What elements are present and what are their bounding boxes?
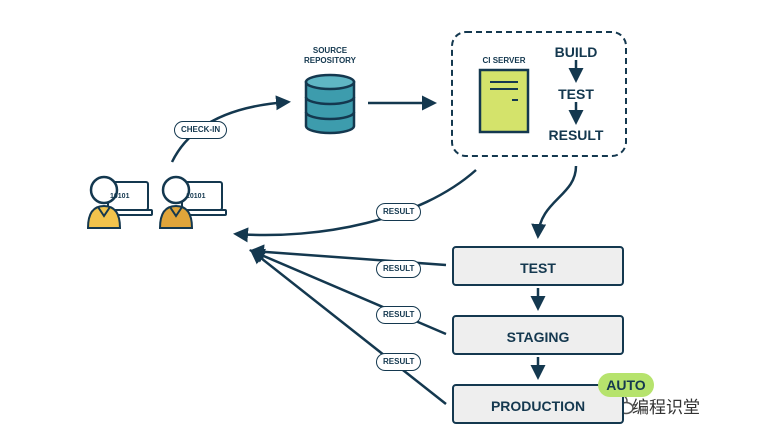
test-stage: TEST bbox=[452, 246, 624, 286]
result-step-label: RESULT bbox=[548, 127, 604, 143]
production-stage: PRODUCTION bbox=[452, 384, 624, 424]
build-step-label: BUILD bbox=[554, 44, 598, 60]
ci-to-test-arrow bbox=[531, 165, 578, 239]
ci-server-label: CI SERVER bbox=[482, 56, 526, 65]
database-icon bbox=[304, 73, 356, 135]
production-result-arrow bbox=[249, 249, 447, 405]
ci-result-arrow bbox=[233, 169, 477, 243]
developer-1-code: 10101 bbox=[110, 193, 130, 200]
developer-2-icon bbox=[158, 175, 227, 229]
check-in-arrow bbox=[170, 95, 291, 163]
watermark-text: 编程识堂 bbox=[632, 398, 700, 417]
server-icon bbox=[478, 68, 530, 134]
result-pill-test: RESULT bbox=[376, 260, 422, 278]
staging-stage: STAGING bbox=[452, 315, 624, 355]
source-repository-label: SOURCE REPOSITORY bbox=[300, 46, 360, 66]
auto-badge: AUTO bbox=[598, 373, 654, 397]
ci-container bbox=[451, 31, 627, 157]
developer-2-code: 10101 bbox=[186, 193, 206, 200]
result-pill-staging: RESULT bbox=[376, 306, 422, 324]
result-pill-ci: RESULT bbox=[376, 203, 422, 221]
result-pill-production: RESULT bbox=[376, 353, 422, 371]
developer-1-icon bbox=[86, 175, 153, 229]
source-repository-line2: REPOSITORY bbox=[303, 56, 356, 65]
source-repository-line1: SOURCE bbox=[312, 46, 348, 55]
test-step-label: TEST bbox=[558, 86, 594, 102]
check-in-pill: CHECK-IN bbox=[174, 121, 228, 139]
